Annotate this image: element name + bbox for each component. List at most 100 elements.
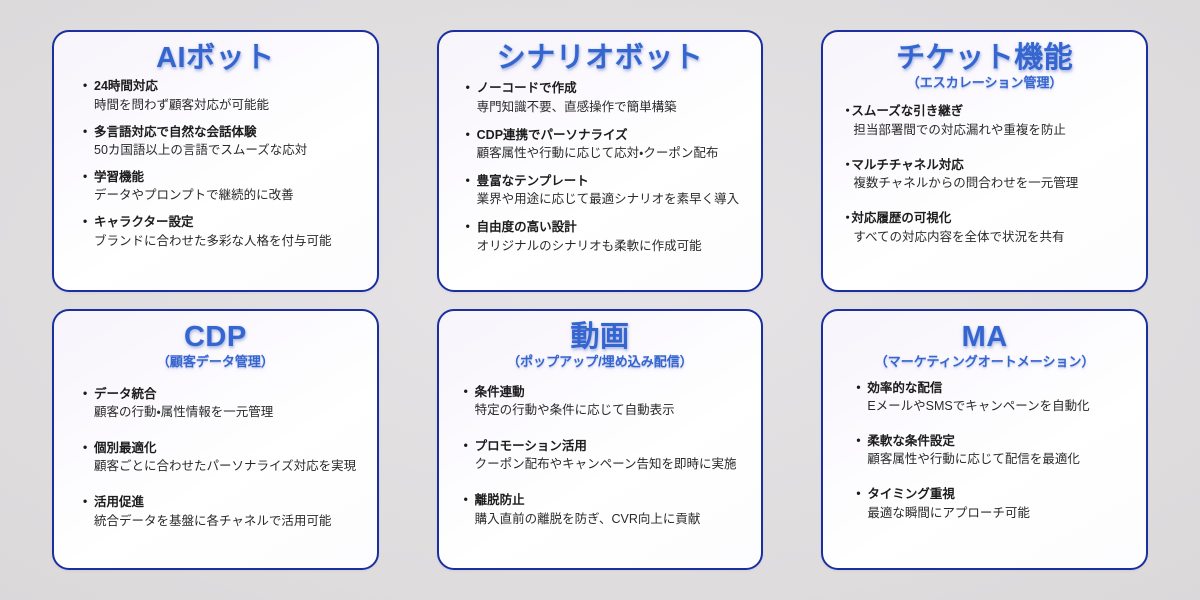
card-subtitle: （マーケティングオートメーション）	[874, 353, 1095, 369]
feature-heading: プロモーション活用	[474, 438, 587, 453]
bullet-icon	[466, 173, 477, 189]
bullet-icon	[856, 486, 867, 502]
card-header: 動画 （ポップアップ/埋め込み配信）	[453, 321, 748, 370]
feature-heading-row: CDP連携でパーソナライズ	[461, 127, 748, 144]
feature-heading: 対応履歴の可視化	[851, 211, 952, 226]
card-scenario-bot[interactable]: シナリオボット ノーコードで作成 専門知識不要、直感操作で簡単構築 CDP連携で…	[436, 30, 764, 292]
feature-heading: 離脱防止	[474, 493, 525, 508]
feature-heading-row: ノーコードで作成	[461, 80, 748, 97]
bullet-icon	[841, 210, 851, 227]
feature-heading-row: 個別最適化	[78, 440, 363, 457]
feature-list: 効率的な配信 EメールやSMSでキャンペーンを自動化 柔軟な条件設定 顧客属性や…	[837, 380, 1132, 522]
feature-heading: 学習機能	[94, 169, 145, 184]
feature-heading: データ統合	[94, 386, 157, 401]
card-video[interactable]: 動画 （ポップアップ/埋め込み配信） 条件連動 特定の行動や条件に応じて自動表示…	[436, 308, 764, 570]
card-ticket[interactable]: チケット機能 （エスカレーション管理） スムーズな引き継ぎ 担当部署間での対応漏…	[821, 30, 1148, 292]
card-title: AIボット	[156, 42, 275, 74]
feature-heading-row: 24時間対応	[78, 78, 363, 95]
feature-description: 50カ国語以上の言語でスムーズな応対	[94, 143, 308, 158]
list-item: データ統合 顧客の行動・属性情報を一元管理	[78, 386, 363, 421]
feature-heading-row: 多言語対応で自然な会話体験	[78, 124, 363, 141]
cards-grid: AIボット 24時間対応 時間を問わず顧客対応が可能能 多言語対応で自然な会話体…	[52, 30, 1148, 570]
feature-list: スムーズな引き継ぎ 担当部署間での対応漏れや重複を防止 マルチチャネル対応 複数…	[837, 103, 1132, 246]
bullet-icon	[466, 219, 477, 235]
feature-heading: タイミング重視	[867, 487, 955, 502]
card-header: チケット機能 （エスカレーション管理）	[837, 42, 1132, 91]
feature-list: ノーコードで作成 専門知識不要、直感操作で簡単構築 CDP連携でパーソナライズ …	[453, 80, 748, 254]
feature-heading-row: 効率的な配信	[851, 380, 1132, 397]
feature-list: 24時間対応 時間を問わず顧客対応が可能能 多言語対応で自然な会話体験 50カ国…	[68, 78, 363, 249]
feature-heading-row: プロモーション活用	[459, 438, 748, 455]
card-header: シナリオボット	[453, 42, 748, 74]
feature-heading-row: 自由度の高い設計	[461, 219, 748, 236]
feature-heading: 個別最適化	[94, 440, 157, 455]
feature-description: 時間を問わず顧客対応が可能能	[94, 97, 270, 112]
feature-description: 専門知識不要、直感操作で簡単構築	[476, 99, 677, 114]
bullet-icon	[83, 440, 94, 456]
card-title: シナリオボット	[496, 42, 704, 74]
feature-heading-row: キャラクター設定	[78, 214, 363, 231]
bullet-icon	[466, 127, 477, 143]
feature-heading: キャラクター設定	[94, 215, 194, 230]
feature-heading: マルチチャネル対応	[851, 157, 964, 172]
list-item: マルチチャネル対応 複数チャネルからの問合わせを一元管理	[841, 157, 1132, 193]
feature-heading-row: スムーズな引き継ぎ	[841, 103, 1132, 120]
bullet-icon	[83, 169, 94, 185]
list-item: 豊富なテンプレート 業界や用途に応じて最適シナリオを素早く導入	[461, 173, 748, 208]
card-ma[interactable]: MA （マーケティングオートメーション） 効率的な配信 EメールやSMSでキャン…	[821, 308, 1148, 570]
feature-description: データやプロンプトで継続的に改善	[94, 188, 294, 203]
bullet-icon	[464, 384, 475, 400]
list-item: 柔軟な条件設定 顧客属性や行動に応じて配信を最適化	[851, 433, 1132, 468]
card-header: AIボット	[68, 42, 363, 74]
feature-heading: 柔軟な条件設定	[867, 433, 955, 448]
list-item: 個別最適化 顧客ごとに合わせたパーソナライズ対応を実現	[78, 440, 363, 475]
feature-description: EメールやSMSでキャンペーンを自動化	[867, 399, 1090, 414]
list-item: 多言語対応で自然な会話体験 50カ国語以上の言語でスムーズな応対	[78, 124, 363, 159]
feature-heading-row: 豊富なテンプレート	[461, 173, 748, 190]
feature-heading: スムーズな引き継ぎ	[851, 104, 964, 119]
list-item: 24時間対応 時間を問わず顧客対応が可能能	[78, 78, 363, 113]
feature-description: 顧客属性や行動に応じて応対・クーポン配布	[476, 146, 719, 161]
bullet-icon	[856, 433, 867, 449]
feature-description: クーポン配布やキャンペーン告知を即時に実施	[474, 457, 737, 472]
bullet-icon	[464, 492, 475, 508]
feature-description: ブランドに合わせた多彩な人格を付与可能	[94, 233, 332, 248]
feature-heading: 活用促進	[94, 495, 145, 510]
bullet-icon	[841, 103, 851, 120]
card-subtitle: （ポップアップ/埋め込み配信）	[507, 353, 693, 369]
bullet-icon	[83, 78, 94, 94]
feature-heading: 自由度の高い設計	[476, 220, 577, 235]
card-title: MA	[961, 320, 1008, 353]
feature-description: 複数チャネルからの問合わせを一元管理	[853, 176, 1079, 191]
list-item: プロモーション活用 クーポン配布やキャンペーン告知を即時に実施	[459, 438, 748, 473]
card-ai-bot[interactable]: AIボット 24時間対応 時間を問わず顧客対応が可能能 多言語対応で自然な会話体…	[52, 30, 379, 292]
bullet-icon	[841, 157, 851, 174]
feature-list: 条件連動 特定の行動や条件に応じて自動表示 プロモーション活用 クーポン配布やキ…	[453, 384, 748, 528]
feature-heading-row: データ統合	[78, 386, 363, 403]
feature-description: 業界や用途に応じて最適シナリオを素早く導入	[476, 192, 740, 207]
feature-heading-row: 離脱防止	[459, 492, 748, 509]
card-subtitle: （エスカレーション管理）	[906, 75, 1063, 91]
feature-list: データ統合 顧客の行動・属性情報を一元管理 個別最適化 顧客ごとに合わせたパーソ…	[68, 386, 363, 530]
bullet-icon	[83, 386, 94, 402]
card-subtitle: （顧客データ管理）	[156, 353, 274, 369]
feature-description: 特定の行動や条件に応じて自動表示	[474, 403, 675, 418]
card-header: MA （マーケティングオートメーション）	[837, 321, 1132, 370]
list-item: 効率的な配信 EメールやSMSでキャンペーンを自動化	[851, 380, 1132, 415]
bullet-icon	[464, 438, 475, 454]
feature-heading: 条件連動	[474, 384, 525, 399]
list-item: キャラクター設定 ブランドに合わせた多彩な人格を付与可能	[78, 214, 363, 249]
bullet-icon	[466, 80, 477, 96]
list-item: 活用促進 統合データを基盤に各チャネルで活用可能	[78, 494, 363, 529]
list-item: スムーズな引き継ぎ 担当部署間での対応漏れや重複を防止	[841, 103, 1132, 139]
feature-heading-row: 活用促進	[78, 494, 363, 511]
bullet-icon	[83, 214, 94, 230]
feature-heading-row: タイミング重視	[851, 486, 1132, 503]
bullet-icon	[83, 124, 94, 140]
feature-heading-row: 柔軟な条件設定	[851, 433, 1132, 450]
card-cdp[interactable]: CDP （顧客データ管理） データ統合 顧客の行動・属性情報を一元管理 個別最適…	[52, 308, 379, 570]
feature-heading: 効率的な配信	[867, 380, 943, 395]
feature-description: すべての対応内容を全体で状況を共有	[853, 230, 1065, 245]
feature-description: 購入直前の離脱を防ぎ、CVR向上に貢献	[474, 511, 701, 526]
